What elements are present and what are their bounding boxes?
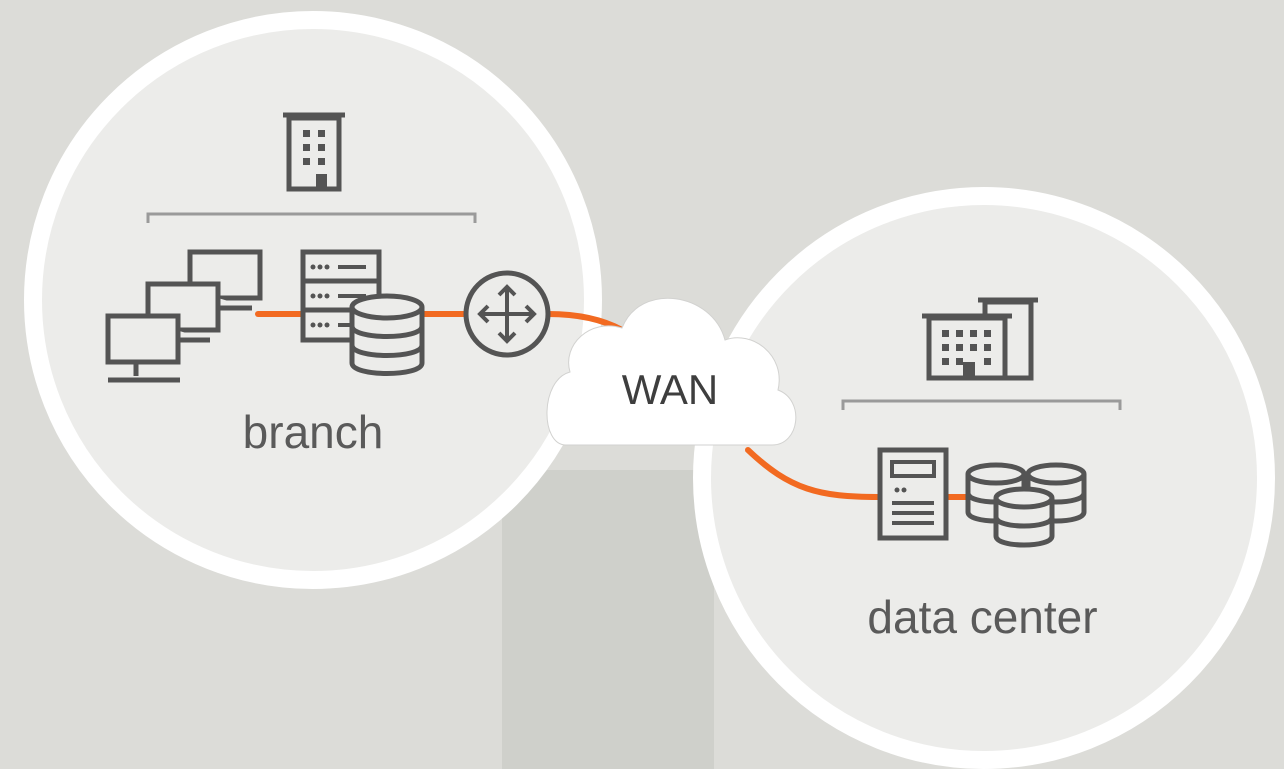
link-wan-datacenter — [745, 447, 881, 500]
router-icon — [463, 270, 551, 358]
workstations-icon — [105, 249, 263, 383]
background-pillar — [502, 470, 714, 769]
wan-cloud-icon — [546, 297, 797, 446]
application-server-icon — [877, 447, 949, 541]
data-center-label: data center — [867, 591, 1098, 643]
branch-label: branch — [242, 406, 384, 458]
branch-bracket — [146, 212, 477, 223]
branch-building-icon — [283, 112, 345, 192]
database-icon — [349, 293, 425, 376]
datacenter-building-icon — [922, 297, 1038, 381]
storage-cluster-icon — [965, 462, 1087, 548]
wan-label: WAN — [621, 366, 719, 413]
datacenter-bracket — [841, 399, 1122, 410]
